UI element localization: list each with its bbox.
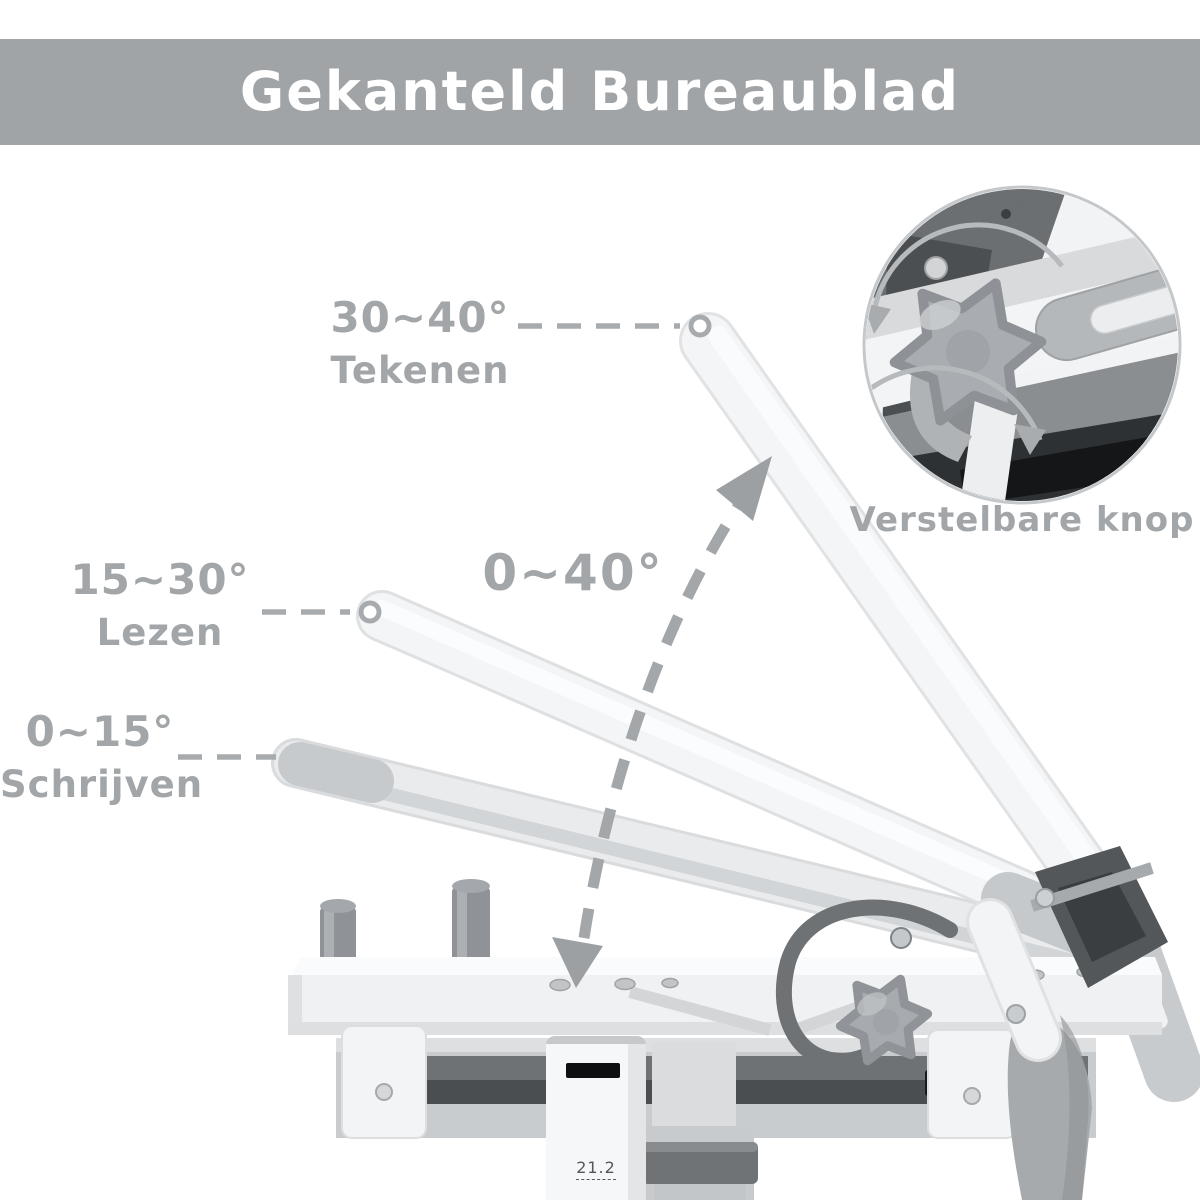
- leader-ring-icon: [688, 314, 712, 338]
- angle-range-tekenen: 30~40°: [330, 293, 510, 342]
- annotation-schrijven: 0~15° Schrijven: [0, 707, 204, 807]
- knob-detail-inset: [862, 185, 1182, 505]
- height-marker-label: 21.2: [566, 1158, 626, 1180]
- desktop-position-low: [271, 738, 1125, 982]
- activity-lezen: Lezen: [96, 611, 224, 655]
- activity-schrijven: Schrijven: [0, 763, 204, 807]
- tilt-mechanism: [775, 846, 1168, 1069]
- annotation-lines: [178, 314, 772, 988]
- rotate-arrow-icon: [866, 303, 891, 334]
- height-indicator-slot: [566, 1063, 620, 1078]
- leader-ring-icon: [358, 600, 382, 624]
- page-title: Gekanteld Bureaublad: [239, 60, 961, 123]
- header-banner: Gekanteld Bureaublad: [0, 39, 1200, 145]
- arrow-up-icon: [716, 456, 772, 521]
- lifting-column: [546, 1036, 758, 1200]
- rotate-arrow-icon: [1014, 424, 1046, 455]
- tilt-arc-arrow: [578, 484, 755, 939]
- adjustable-knob-label: Verstelbare knop: [849, 500, 1195, 540]
- height-marker-value: 21.2: [576, 1158, 616, 1180]
- activity-tekenen: Tekenen: [330, 349, 510, 393]
- annotation-lezen: 15~30° Lezen: [70, 555, 250, 655]
- angle-range-lezen: 15~30°: [70, 555, 250, 604]
- arrow-down-icon: [552, 937, 603, 988]
- annotation-tekenen: 30~40° Tekenen: [330, 293, 510, 393]
- tilt-range-label: 0~40°: [482, 544, 664, 602]
- angle-range-schrijven: 0~15°: [25, 707, 175, 756]
